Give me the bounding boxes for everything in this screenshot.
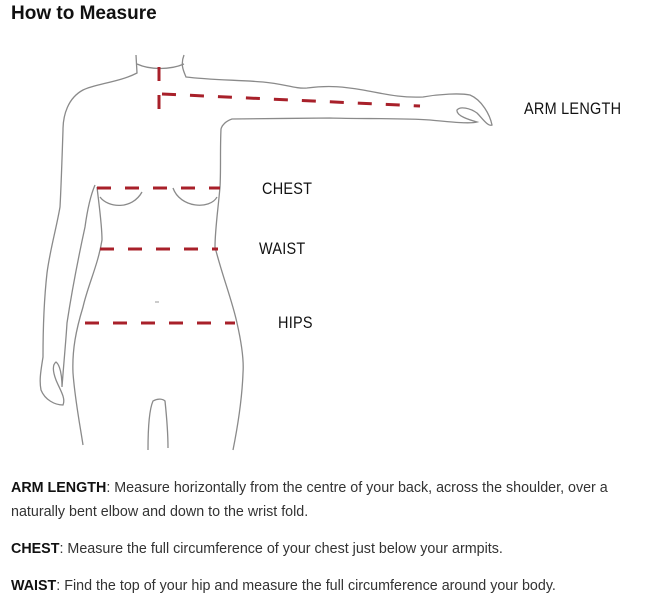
body-outline [39, 54, 493, 451]
instruction-waist: WAIST: Find the top of your hip and meas… [11, 574, 651, 598]
measurement-lines [85, 67, 421, 325]
arm-length-line [161, 92, 421, 108]
description: : Measure the full circumference of your… [59, 541, 503, 557]
label-chest: CHEST [262, 179, 313, 198]
label-waist: WAIST [259, 239, 306, 258]
page-title: How to Measure [11, 3, 157, 24]
instruction-arm-length: ARM LENGTH: Measure horizontally from th… [11, 476, 651, 524]
description: : Find the top of your hip and measure t… [56, 578, 556, 594]
label-hips: HIPS [278, 313, 313, 332]
term: WAIST [11, 578, 57, 594]
term: ARM LENGTH [11, 480, 107, 496]
instruction-chest: CHEST: Measure the full circumference of… [11, 537, 651, 561]
body-measurement-diagram [39, 54, 493, 451]
description: : Measure horizontally from the centre o… [11, 480, 608, 520]
term: CHEST [11, 541, 60, 557]
label-arm-length: ARM LENGTH [524, 99, 622, 118]
